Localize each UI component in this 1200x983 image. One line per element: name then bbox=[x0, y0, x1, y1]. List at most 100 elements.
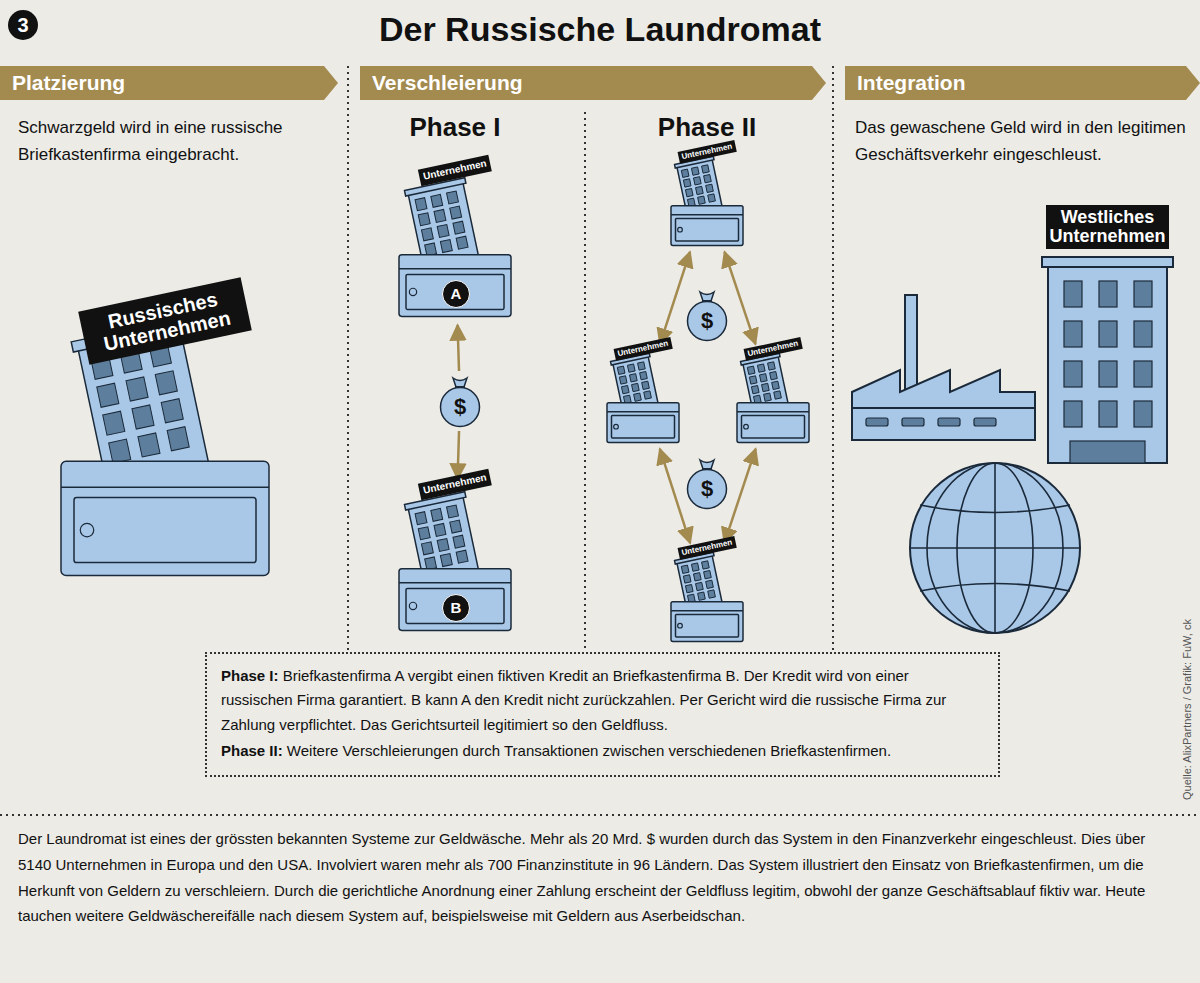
window bbox=[1099, 281, 1117, 307]
window bbox=[437, 538, 449, 551]
window bbox=[681, 565, 689, 573]
lock bbox=[614, 424, 619, 429]
window bbox=[437, 224, 449, 237]
flow-arrow bbox=[458, 325, 459, 371]
window bbox=[132, 405, 154, 429]
window bbox=[1064, 321, 1082, 347]
window bbox=[759, 374, 767, 382]
shape bbox=[455, 386, 465, 388]
window bbox=[456, 550, 468, 563]
description: Das gewaschene Geld wird in den legitime… bbox=[855, 114, 1190, 168]
separator bbox=[0, 66, 1200, 815]
shell-company: Unternehmen bbox=[728, 347, 818, 446]
window bbox=[1099, 321, 1117, 347]
shell-company: Unternehmen bbox=[662, 546, 752, 645]
phase-term: Phase II: bbox=[221, 742, 283, 759]
letter-badge: B bbox=[442, 594, 470, 622]
window bbox=[764, 393, 772, 401]
shell-company: Unternehmen bbox=[598, 347, 688, 446]
shell-company: UnternehmenA bbox=[385, 168, 525, 322]
callout-number: 3 bbox=[8, 10, 38, 40]
window bbox=[685, 188, 693, 196]
letter-badge: A bbox=[442, 280, 470, 308]
shape bbox=[399, 582, 511, 584]
window bbox=[97, 383, 119, 407]
money-bag: $ bbox=[685, 456, 729, 510]
explanation-text: Phase II: Weitere Verschleierungen durch… bbox=[221, 739, 984, 763]
window bbox=[425, 557, 437, 570]
mailbox bbox=[671, 206, 743, 246]
phase-term: Phase I: bbox=[221, 667, 279, 684]
window bbox=[685, 584, 693, 592]
source-note: Quelle: AlixPartners / Grafik: FuW, ck bbox=[1181, 619, 1193, 800]
window bbox=[415, 512, 427, 525]
company-illustration bbox=[728, 347, 818, 446]
window bbox=[693, 573, 701, 581]
money-bag: $ bbox=[685, 288, 729, 342]
lock bbox=[678, 623, 683, 628]
shape bbox=[737, 411, 809, 413]
window bbox=[1134, 401, 1152, 427]
shape bbox=[676, 218, 739, 241]
flow-arrow bbox=[724, 449, 755, 543]
window bbox=[702, 561, 710, 569]
shape bbox=[700, 460, 714, 469]
shape bbox=[0, 66, 338, 100]
window bbox=[747, 366, 755, 374]
flow-arrow bbox=[660, 449, 690, 543]
window bbox=[621, 385, 629, 393]
mailbox bbox=[399, 255, 511, 317]
shape bbox=[702, 300, 712, 302]
currency-sign: $ bbox=[685, 477, 729, 501]
shape bbox=[406, 274, 504, 309]
flow-arrow bbox=[458, 431, 460, 479]
lock bbox=[678, 227, 683, 232]
window bbox=[691, 563, 699, 571]
window bbox=[1064, 401, 1082, 427]
window bbox=[126, 377, 148, 401]
phase-text: Briefkastenfirma A vergibt einen fiktive… bbox=[221, 667, 946, 733]
band-label: Integration bbox=[857, 71, 966, 95]
shape bbox=[612, 415, 675, 438]
window bbox=[708, 194, 716, 202]
shape bbox=[607, 411, 679, 413]
window bbox=[774, 391, 782, 399]
shape bbox=[453, 378, 467, 387]
window bbox=[704, 570, 712, 578]
window bbox=[167, 427, 189, 451]
phase-text: Weitere Verschleierungen durch Transakti… bbox=[283, 742, 891, 759]
window bbox=[627, 364, 635, 372]
money-bag: $ bbox=[438, 374, 482, 428]
shape bbox=[742, 415, 805, 438]
company-illustration bbox=[662, 150, 752, 249]
window bbox=[706, 580, 714, 588]
factory bbox=[852, 295, 1035, 440]
mailbox bbox=[399, 569, 511, 631]
window bbox=[440, 240, 452, 253]
window bbox=[1064, 281, 1082, 307]
window bbox=[1134, 281, 1152, 307]
shell-company: Russisches Unternehmen bbox=[35, 300, 295, 586]
window bbox=[155, 371, 177, 395]
letter-text: B bbox=[443, 595, 469, 621]
window bbox=[447, 191, 459, 204]
window bbox=[415, 198, 427, 211]
window bbox=[768, 362, 776, 370]
window bbox=[161, 399, 183, 423]
window bbox=[434, 523, 446, 536]
window bbox=[681, 169, 689, 177]
title: Der Russische Laundromat bbox=[0, 10, 1200, 49]
mailbox bbox=[61, 461, 269, 575]
window bbox=[770, 371, 778, 379]
window bbox=[702, 165, 710, 173]
window bbox=[762, 383, 770, 391]
window bbox=[1099, 401, 1117, 427]
shape bbox=[676, 614, 739, 637]
company-illustration bbox=[598, 347, 688, 446]
window bbox=[450, 520, 462, 533]
window bbox=[1064, 361, 1082, 387]
band-label: Verschleierung bbox=[372, 71, 523, 95]
window bbox=[1099, 361, 1117, 387]
description: Der Laundromat ist eines der grössten be… bbox=[18, 826, 1182, 929]
globe bbox=[910, 463, 1080, 633]
